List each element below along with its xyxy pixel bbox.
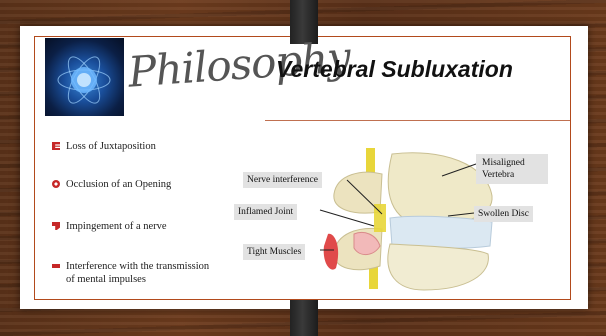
- occlusion-icon: [52, 180, 60, 188]
- nerve-interference-label: Nerve interference: [243, 172, 322, 188]
- title-divider: [265, 120, 570, 121]
- bullet-text: Loss of Juxtaposition: [66, 140, 241, 153]
- page-title: Vertebral Subluxation: [276, 56, 513, 83]
- interference-icon: [52, 264, 60, 268]
- binder-clip-bottom: [290, 300, 318, 336]
- loss-icon: [52, 142, 60, 150]
- spine-diagram: Nerve interference Inflamed Joint Tight …: [242, 134, 542, 298]
- bullet-text: Occlusion of an Opening: [66, 178, 241, 191]
- tight-muscles-label: Tight Muscles: [243, 244, 305, 260]
- brain-logo-image: [45, 38, 124, 116]
- inflamed-joint-label: Inflamed Joint: [234, 204, 297, 220]
- misaligned-vertebra-label: Misaligned Vertebra: [476, 154, 548, 184]
- bullet-text: Interference with the transmission of me…: [66, 260, 216, 286]
- swollen-disc-label: Swollen Disc: [474, 206, 533, 222]
- bullet-text: Impingement of a nerve: [66, 220, 241, 233]
